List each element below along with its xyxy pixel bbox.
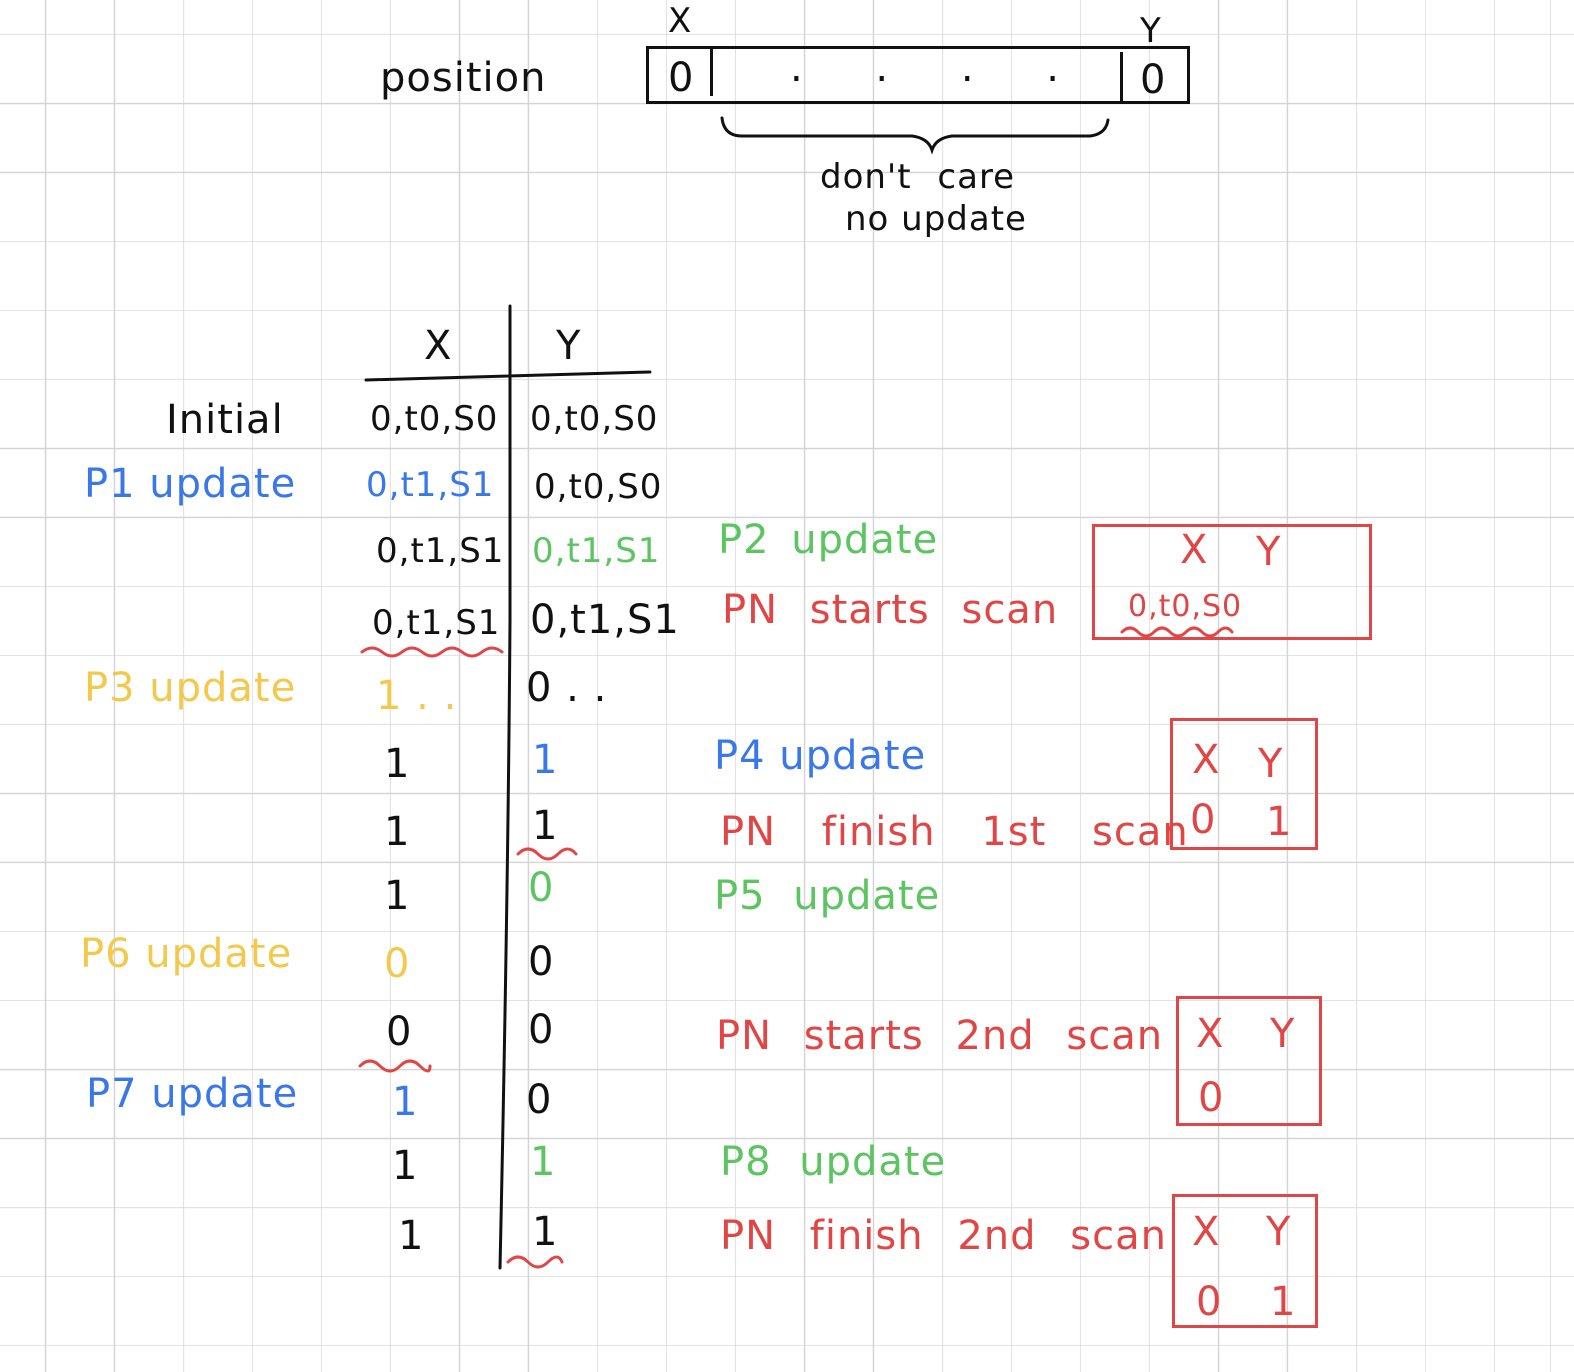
array-first-cell: 0 — [668, 55, 695, 101]
y-cell-4: 0 . . — [526, 665, 608, 711]
y-cell-0: 0,t0,S0 — [530, 399, 659, 439]
snapshot-2-y-label: Y — [1258, 741, 1284, 787]
x-cell-2: 0,t1,S1 — [376, 531, 505, 571]
array-x-label: X — [668, 1, 693, 41]
event-pn-starts-2nd-scan: PN starts 2nd scan — [716, 1013, 1164, 1059]
snapshot-box-1 — [1092, 524, 1372, 640]
snapshot-3-x-label: X — [1196, 1011, 1225, 1057]
y-cell-12: 1 — [532, 1209, 559, 1255]
row-label-p7-update: P7 update — [86, 1071, 299, 1117]
table-header-rule — [364, 370, 652, 382]
snapshot-box-2 — [1170, 718, 1318, 850]
event-p5-update: P5 update — [714, 873, 941, 919]
y-cell-3: 0,t1,S1 — [530, 597, 680, 643]
array-dots: . . . . — [790, 45, 1090, 91]
table-header-x: X — [424, 323, 453, 369]
event-pn-starts-scan: PN starts scan — [722, 587, 1059, 633]
snapshot-4-y-label: Y — [1266, 1209, 1292, 1255]
squiggle-x-row-9 — [358, 1059, 432, 1073]
squiggle-y-row-12 — [506, 1255, 564, 1269]
x-cell-9: 0 — [386, 1009, 413, 1055]
brace-text-no-update: no update — [845, 199, 1027, 239]
snapshot-3-y-label: Y — [1270, 1011, 1296, 1057]
y-cell-5: 1 — [532, 737, 559, 783]
array-last-cell: 0 — [1140, 57, 1167, 103]
x-cell-3: 0,t1,S1 — [372, 603, 501, 643]
snapshot-box-3 — [1176, 996, 1322, 1126]
event-p8-update: P8 update — [720, 1139, 947, 1185]
x-cell-5: 1 — [384, 741, 411, 787]
y-cell-8: 0 — [528, 939, 555, 985]
squiggle-snapshot-1 — [1120, 626, 1234, 638]
table-header-y: Y — [556, 323, 582, 369]
brace-under-array — [720, 116, 1110, 155]
row-label-p3-update: P3 update — [84, 665, 297, 711]
snapshot-2-y-value: 1 — [1266, 799, 1293, 845]
snapshot-2-x-value: 0 — [1190, 797, 1217, 843]
squiggle-y-row-6 — [516, 847, 578, 861]
y-cell-9: 0 — [528, 1007, 555, 1053]
y-cell-10: 0 — [526, 1077, 553, 1123]
event-p4-update: P4 update — [714, 733, 927, 779]
x-cell-11: 1 — [392, 1143, 419, 1189]
snapshot-4-x-value: 0 — [1196, 1279, 1223, 1325]
snapshot-box-4 — [1172, 1194, 1318, 1328]
snapshot-4-x-label: X — [1192, 1209, 1221, 1255]
row-label-initial: Initial — [166, 397, 284, 443]
snapshot-1-x-label: X — [1180, 527, 1209, 573]
x-cell-4: 1 . . — [376, 673, 458, 719]
brace-text-dont-care: don't care — [820, 157, 1016, 197]
x-cell-12: 1 — [398, 1213, 425, 1259]
snapshot-1-x-value: 0,t0,S0 — [1128, 589, 1243, 624]
x-cell-7: 1 — [384, 873, 411, 919]
y-cell-2: 0,t1,S1 — [532, 531, 661, 571]
y-cell-7: 0 — [528, 865, 555, 911]
event-pn-finish-2nd-scan: PN finish 2nd scan — [720, 1213, 1167, 1259]
y-cell-1: 0,t0,S0 — [534, 467, 663, 507]
x-cell-1: 0,t1,S1 — [366, 465, 495, 505]
table-column-divider — [498, 304, 512, 1270]
event-p2-update: P2 update — [718, 517, 939, 563]
row-label-p1-update: P1 update — [84, 461, 297, 507]
x-cell-10: 1 — [392, 1079, 419, 1125]
snapshot-1-y-label: Y — [1256, 529, 1282, 575]
row-label-p6-update: P6 update — [80, 931, 293, 977]
snapshot-4-y-value: 1 — [1270, 1279, 1297, 1325]
squiggle-x-row-3 — [360, 646, 504, 658]
x-cell-6: 1 — [384, 809, 411, 855]
position-array — [646, 46, 1190, 104]
position-label: position — [380, 55, 547, 101]
x-cell-0: 0,t0,S0 — [370, 399, 499, 439]
y-cell-11: 1 — [530, 1139, 557, 1185]
snapshot-3-x-value: 0 — [1198, 1075, 1225, 1121]
event-pn-finish-1st-scan: PN finish 1st scan — [720, 809, 1189, 855]
y-cell-6: 1 — [532, 803, 559, 849]
x-cell-8: 0 — [384, 941, 411, 987]
array-divider-right — [1120, 52, 1123, 102]
array-y-label: Y — [1140, 11, 1162, 51]
array-divider-left — [710, 46, 713, 96]
snapshot-2-x-label: X — [1192, 737, 1221, 783]
